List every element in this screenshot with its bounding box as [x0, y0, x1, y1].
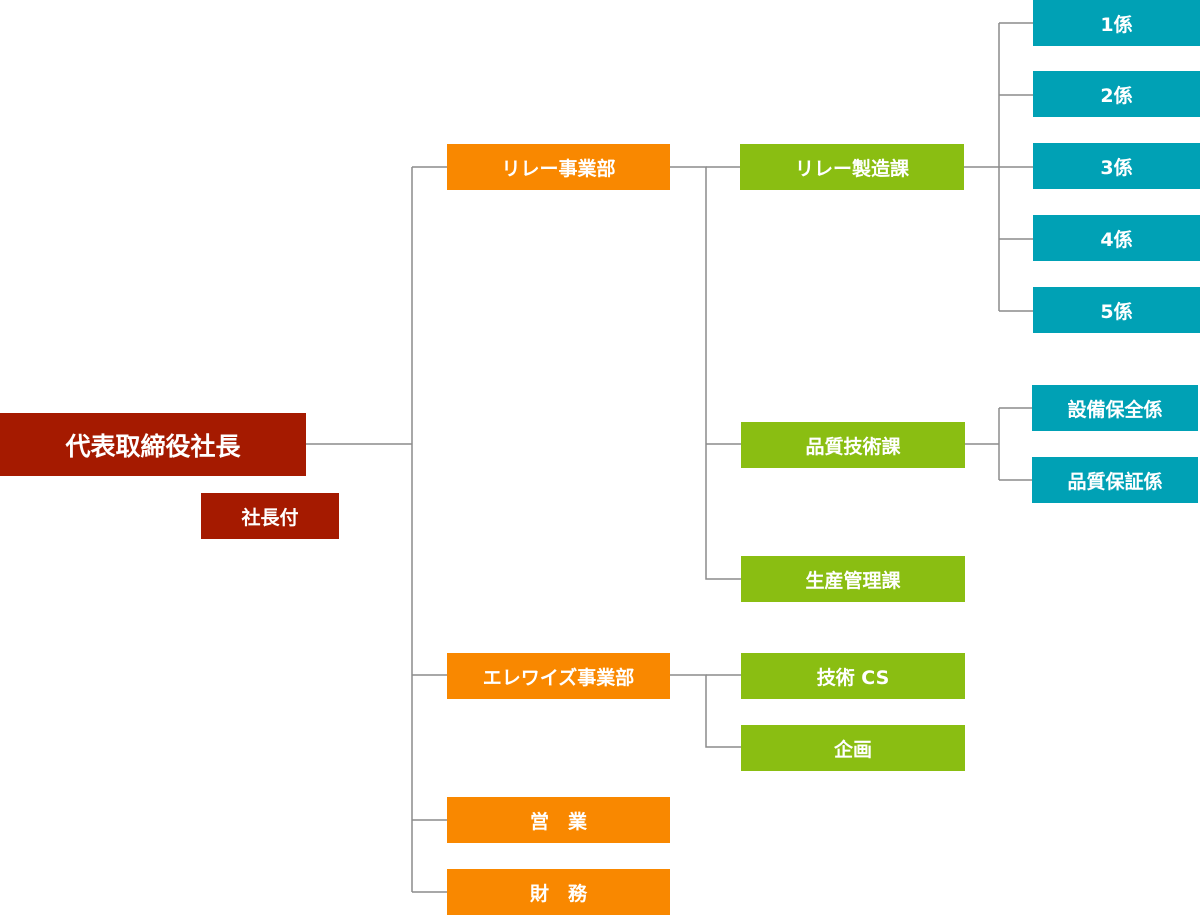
production-control-box: 生産管理課: [741, 556, 965, 602]
section-3-box: 3係: [1033, 143, 1200, 189]
quality-engineering-box: 品質技術課: [741, 422, 965, 468]
connector-elewise-branch: [670, 674, 741, 748]
planning-box: 企画: [741, 725, 965, 771]
engineering-cs-box: 技術 CS: [741, 653, 965, 699]
maintenance-section-box: 設備保全係: [1032, 385, 1198, 431]
section-2-box: 2係: [1033, 71, 1200, 117]
sales-box: 営 業: [447, 797, 670, 843]
elewise-division-box: エレワイズ事業部: [447, 653, 670, 699]
relay-manufacturing-box: リレー製造課: [740, 144, 964, 190]
president-staff-box: 社長付: [201, 493, 339, 539]
president-box: 代表取締役社長: [0, 413, 306, 476]
section-5-box: 5係: [1033, 287, 1200, 333]
section-4-box: 4係: [1033, 215, 1200, 261]
relay-division-box: リレー事業部: [447, 144, 670, 190]
finance-box: 財 務: [447, 869, 670, 915]
quality-assurance-section-box: 品質保証係: [1032, 457, 1198, 503]
section-1-box: 1係: [1033, 0, 1200, 46]
connector-relay-branch: [670, 166, 741, 580]
